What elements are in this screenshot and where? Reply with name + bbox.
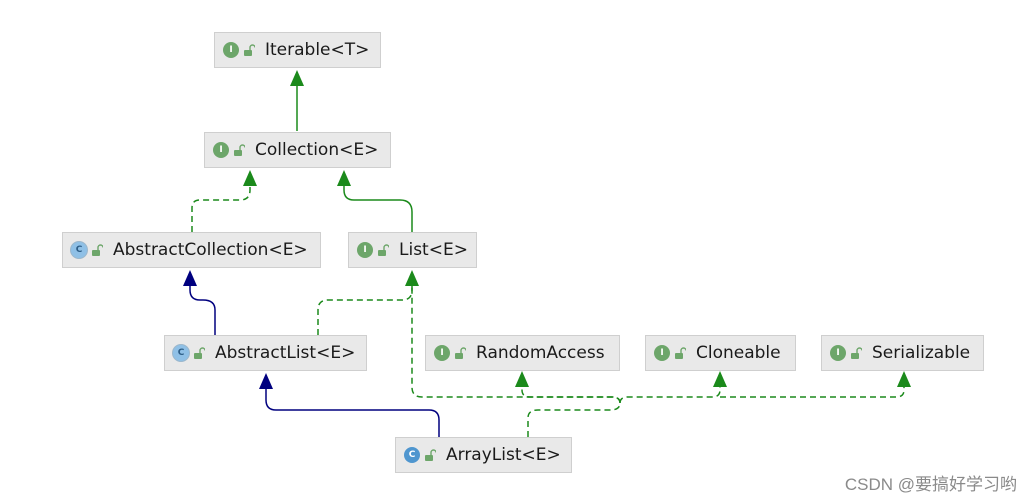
unlock-icon [234,144,245,156]
unlock-icon [425,449,436,461]
edge-arraylist-abstractlist [265,389,440,437]
watermark: CSDN @要搞好学习哟 [844,475,1017,494]
edge-list-collection [343,186,413,232]
unlock-icon [244,44,255,56]
arrowhead-abstractcollection [183,270,197,286]
unlock-icon [851,347,862,359]
arrowhead-iterable [290,70,304,86]
interface-icon: I [223,42,239,58]
interface-icon: I [434,345,450,361]
node-list[interactable]: I List<E> [348,232,477,268]
node-label: Serializable [872,343,971,363]
node-label: RandomAccess [476,343,605,363]
arrowhead-cloneable [713,371,727,387]
arrowhead-randomaccess [515,371,529,387]
edge-arraylist-cloneable [619,387,721,404]
node-label: Iterable<T> [265,40,370,60]
node-collection[interactable]: I Collection<E> [204,132,391,168]
unlock-icon [378,244,389,256]
edge-abstractcollection-collection [191,186,251,232]
node-abstractlist[interactable]: C AbstractList<E> [164,335,367,371]
node-label: Cloneable [696,343,781,363]
node-label: ArrayList<E> [446,445,561,465]
node-abstractcollection[interactable]: C AbstractCollection<E> [62,232,321,268]
arrowhead-list [405,270,419,286]
node-cloneable[interactable]: I Cloneable [645,335,796,371]
interface-icon: I [357,242,373,258]
node-randomaccess[interactable]: I RandomAccess [425,335,620,371]
arrowhead-collection-left [243,170,257,186]
edge-abstractlist-abstractcollection [189,286,216,335]
unlock-icon [675,347,686,359]
node-arraylist[interactable]: C ArrayList<E> [395,437,572,473]
interface-icon: I [654,345,670,361]
abstract-class-icon: C [173,345,189,361]
arrowhead-abstractlist [259,373,273,389]
node-iterable[interactable]: I Iterable<T> [214,32,381,68]
interface-icon: I [213,142,229,158]
edge-arraylist-randomaccess [521,387,621,404]
node-label: Collection<E> [255,140,379,160]
unlock-icon [194,347,205,359]
edge-arraylist-serializable [720,387,905,398]
node-label: List<E> [399,240,468,260]
arrowhead-serializable [897,371,911,387]
arrowhead-collection-right [337,170,351,186]
abstract-class-icon: C [71,242,87,258]
edge-abstractlist-list [317,286,413,335]
interface-icon: I [830,345,846,361]
node-serializable[interactable]: I Serializable [821,335,984,371]
class-icon: C [404,447,420,463]
unlock-icon [455,347,466,359]
node-label: AbstractCollection<E> [113,240,308,260]
node-label: AbstractList<E> [215,343,356,363]
unlock-icon [92,244,103,256]
